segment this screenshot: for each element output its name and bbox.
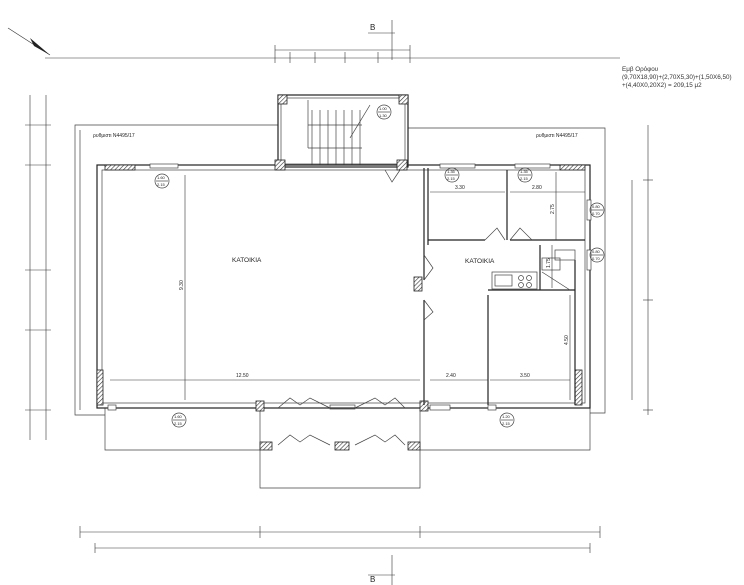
window-tag: 1.60 2.15 — [171, 412, 187, 428]
measurement-lines — [110, 172, 585, 400]
svg-text:Β: Β — [370, 23, 375, 32]
svg-text:2.15: 2.15 — [174, 421, 183, 426]
svg-text:1.60: 1.60 — [174, 414, 183, 419]
dim-room-a-width: 3.30 — [455, 185, 465, 191]
svg-text:2.15: 2.15 — [520, 176, 529, 181]
stair-tower — [277, 94, 409, 168]
sliding-doors — [277, 397, 406, 446]
section-marker-top: Β — [368, 20, 395, 60]
area-note: Εμβ Ορόφου (9,70X18,90)+(2,70X5,30)+(1,5… — [622, 66, 732, 90]
window-tags: 1.60 2.15 1.35 2.15 1.35 2.15 0.80 0.70 0.80… — [154, 104, 605, 428]
dim-bottom-right: 3.50 — [520, 373, 530, 379]
setback-label-right: ρυθμιστι Ν4495/17 — [536, 133, 578, 139]
window-tag: 0.80 0.70 — [589, 247, 605, 263]
balcony-outline — [74, 124, 606, 489]
area-note-formula-2: +(4,40X0,20X2) = 209,15 μ2 — [622, 82, 702, 89]
north-arrow-icon — [7, 27, 51, 56]
interior-walls — [423, 168, 585, 405]
svg-text:Β: Β — [370, 575, 375, 584]
window-tag: 1.60 2.15 — [154, 173, 170, 189]
section-marker-bottom: Β — [368, 555, 395, 585]
svg-text:1.00: 1.00 — [379, 106, 388, 111]
window-tag: 1.00 1.30 — [376, 104, 392, 120]
window-tag: 1.20 2.15 — [499, 412, 515, 428]
svg-text:1.60: 1.60 — [157, 175, 166, 180]
svg-text:0.80: 0.80 — [592, 249, 601, 254]
svg-text:1.30: 1.30 — [379, 113, 388, 118]
svg-text:0.80: 0.80 — [592, 204, 601, 209]
sink-icon — [494, 274, 513, 287]
window-tag: 1.35 2.15 — [517, 167, 533, 183]
dim-right-depth: 4.50 — [564, 335, 570, 345]
svg-text:0.70: 0.70 — [592, 256, 601, 261]
dim-bath-depth: 1.75 — [546, 258, 552, 268]
svg-text:1.20: 1.20 — [502, 414, 511, 419]
doors — [384, 169, 533, 321]
area-note-formula-1: (9,70X18,90)+(2,70X5,30)+(1,50X6,50) — [622, 74, 732, 81]
setback-label-left: ρυθμιστι Ν4495/17 — [93, 133, 135, 139]
dim-main-depth: 9.30 — [179, 280, 185, 290]
window-tag: 0.80 0.70 — [589, 202, 605, 218]
dimension-chains — [25, 45, 653, 553]
dim-room-b-width: 2.80 — [532, 185, 542, 191]
kitchen-fixtures — [491, 249, 576, 291]
room-label-main: ΚΑΤΟΙΚΙΑ — [232, 257, 262, 264]
svg-text:2.15: 2.15 — [502, 421, 511, 426]
svg-text:1.35: 1.35 — [447, 169, 456, 174]
svg-text:2.15: 2.15 — [447, 176, 456, 181]
windows — [107, 163, 592, 411]
dim-room-b-depth: 2.75 — [550, 204, 556, 214]
dim-bottom-left: 2.40 — [446, 373, 456, 379]
svg-text:0.70: 0.70 — [592, 211, 601, 216]
room-label-secondary: ΚΑΤΟΙΚΙΑ — [465, 258, 495, 265]
exterior-walls — [96, 159, 591, 451]
area-note-title: Εμβ Ορόφου — [622, 66, 659, 73]
svg-text:2.15: 2.15 — [157, 182, 166, 187]
stove-icon — [518, 275, 532, 288]
dim-main-width: 12.50 — [236, 373, 249, 379]
svg-text:1.35: 1.35 — [520, 169, 529, 174]
bathtub-icon — [541, 257, 561, 271]
window-tag: 1.35 2.15 — [444, 167, 460, 183]
